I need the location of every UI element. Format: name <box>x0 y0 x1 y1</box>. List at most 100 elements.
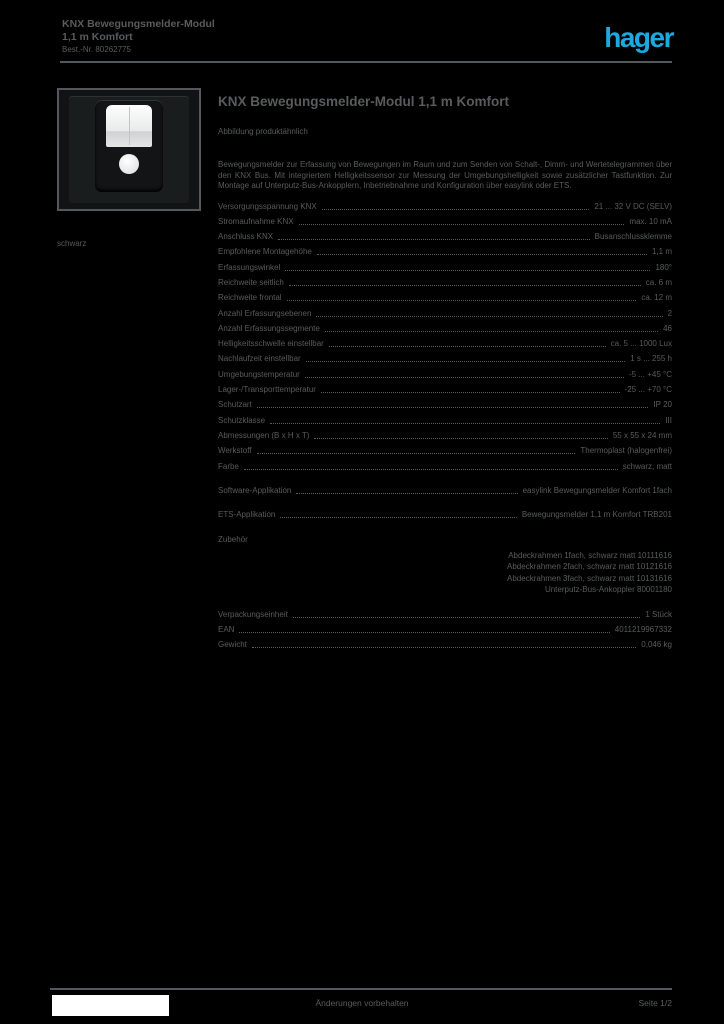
illustration-note: Abbildung produktähnlich <box>218 127 308 136</box>
sensor-window-divider <box>129 107 130 145</box>
dotted-leader <box>305 361 626 363</box>
spec-label: Farbe <box>218 461 239 471</box>
spec-label: Schutzklasse <box>218 415 266 425</box>
spec-value: easylink Bewegungsmelder Komfort 1fach <box>522 485 672 495</box>
dotted-leader <box>292 616 641 618</box>
spec-label: Umgebungstemperatur <box>218 369 300 379</box>
spec-label: Stromaufnahme KNX <box>218 216 294 226</box>
spec-label: Reichweite frontal <box>218 293 282 303</box>
dotted-leader <box>239 631 610 633</box>
spec-value: 1,1 m <box>651 247 672 257</box>
spec-row: Nachlaufzeit einstellbar 1 s ... 255 h <box>218 353 672 364</box>
accessories-label: Zubehör <box>218 534 248 544</box>
footer-divider <box>50 988 672 990</box>
spec-label: Lager-/Transporttemperatur <box>218 385 316 395</box>
spec-value: 180° <box>655 262 672 272</box>
spec-label: Werkstoff <box>218 446 252 456</box>
accessory-item: Abdeckrahmen 2fach, schwarz matt 1012161… <box>507 562 672 572</box>
spec-label: Erfassungswinkel <box>218 262 281 272</box>
spec-value: Thermoplast (halogenfrei) <box>580 446 672 456</box>
dotted-leader <box>316 315 663 317</box>
spec-row: Stromaufnahme KNX max. 10 mA <box>218 216 672 227</box>
spec-value: 46 <box>663 323 672 333</box>
spec-value: 4011219967332 <box>614 624 672 634</box>
dotted-leader <box>321 208 590 210</box>
spec-label: Verpackungseinheit <box>218 609 288 619</box>
spec-row: Anschluss KNX Busanschlussklemme <box>218 231 672 242</box>
dotted-leader <box>256 453 576 455</box>
spec-label: Anschluss KNX <box>218 232 274 242</box>
dotted-leader <box>314 437 608 439</box>
spec-value: IP 20 <box>653 400 672 410</box>
dotted-leader <box>243 468 618 470</box>
sensor-window <box>106 105 152 147</box>
accessory-item: Unterputz-Bus-Ankoppler 80001180 <box>544 585 672 595</box>
dotted-leader <box>296 492 518 494</box>
spec-row: Farbe schwarz, matt <box>218 461 672 472</box>
accessory-item: Abdeckrahmen 1fach, schwarz matt 1011161… <box>508 550 672 560</box>
product-description: Bewegungsmelder zur Erfassung von Bewegu… <box>218 160 672 190</box>
spec-value: -25 ... +70 °C <box>624 385 672 395</box>
spec-label: Schutzart <box>218 400 252 410</box>
dotted-leader <box>256 407 649 409</box>
spec-row: Werkstoff Thermoplast (halogenfrei) <box>218 445 672 456</box>
spec-list: Versorgungsspannung KNX 21 ... 32 V DC (S… <box>218 201 672 520</box>
product-photo <box>57 88 201 211</box>
spec-value: ca. 12 m <box>641 293 672 303</box>
dotted-leader <box>278 239 590 241</box>
device-button <box>119 154 139 174</box>
spec-row: Reichweite frontal ca. 12 m <box>218 292 672 303</box>
spec-value: 2 <box>667 308 672 318</box>
dotted-leader <box>251 647 637 649</box>
spec-label: Anzahl Erfassungsebenen <box>218 308 312 318</box>
spec-label: Reichweite seitlich <box>218 277 284 287</box>
spec-value: max. 10 mA <box>629 216 672 226</box>
spec-row: Schutzart IP 20 <box>218 399 672 410</box>
accessory-item: Abdeckrahmen 3fach, schwarz matt 1013161… <box>507 573 672 583</box>
accessories-list: Abdeckrahmen 1fach, schwarz matt 1011161… <box>218 550 672 596</box>
header-order-ref: Best.-Nr. 80262775 <box>62 45 131 54</box>
dotted-leader <box>288 284 641 286</box>
dotted-leader <box>328 346 606 348</box>
spec-label: Versorgungsspannung KNX <box>218 201 317 211</box>
spec-row: Helligkeitsschwelle einstellbar ca. 5 ...… <box>218 338 672 349</box>
dotted-leader <box>324 330 659 332</box>
spec-value: schwarz, matt <box>622 461 672 471</box>
header-product-line1: KNX Bewegungsmelder-Modul <box>62 18 215 30</box>
spec-label: Anzahl Erfassungssegmente <box>218 323 320 333</box>
spec-value: 1 s ... 255 h <box>630 354 672 364</box>
spec-row: Erfassungswinkel 180° <box>218 262 672 273</box>
dotted-leader <box>298 223 625 225</box>
spec-label: Empfohlene Montagehöhe <box>218 247 312 257</box>
spec-label: EAN <box>218 624 235 634</box>
spec-row: Anzahl Erfassungssegmente 46 <box>218 323 672 334</box>
spec-value: III <box>665 415 672 425</box>
spec-label: Helligkeitsschwelle einstellbar <box>218 339 324 349</box>
spec-value: ca. 5 ... 1000 Lux <box>610 339 672 349</box>
spec-row: Software-Applikation easylink Bewegungsme… <box>218 485 672 496</box>
product-color-caption: schwarz <box>57 239 87 248</box>
spec-value: 0,046 kg <box>641 640 672 650</box>
page-title: KNX Bewegungsmelder-Modul 1,1 m Komfort <box>218 94 510 109</box>
dotted-leader <box>285 269 651 271</box>
spec-value: -5 ... +45 °C <box>629 369 672 379</box>
spec-value: Busanschlussklemme <box>594 232 672 242</box>
spec-label: Software-Applikation <box>218 485 292 495</box>
spec-row: Schutzklasse III <box>218 415 672 426</box>
spec-row: Anzahl Erfassungsebenen 2 <box>218 308 672 319</box>
logistics-list: Verpackungseinheit 1 Stück EAN 40112199673… <box>218 609 672 651</box>
footer-page-indicator: Seite 1/2 <box>638 998 672 1008</box>
spec-value: 1 Stück <box>645 609 672 619</box>
spec-value: ca. 6 m <box>645 277 672 287</box>
header-product-line2: 1,1 m Komfort <box>62 31 133 43</box>
hager-logo: hager <box>604 22 674 53</box>
spec-label: Nachlaufzeit einstellbar <box>218 354 301 364</box>
spec-row: Empfohlene Montagehöhe 1,1 m <box>218 246 672 257</box>
dotted-leader <box>304 376 624 378</box>
spec-row: Reichweite seitlich ca. 6 m <box>218 277 672 288</box>
spec-row: Lager-/Transporttemperatur -25 ... +70 °C <box>218 384 672 395</box>
spec-value: 21 ... 32 V DC (SELV) <box>594 201 672 211</box>
